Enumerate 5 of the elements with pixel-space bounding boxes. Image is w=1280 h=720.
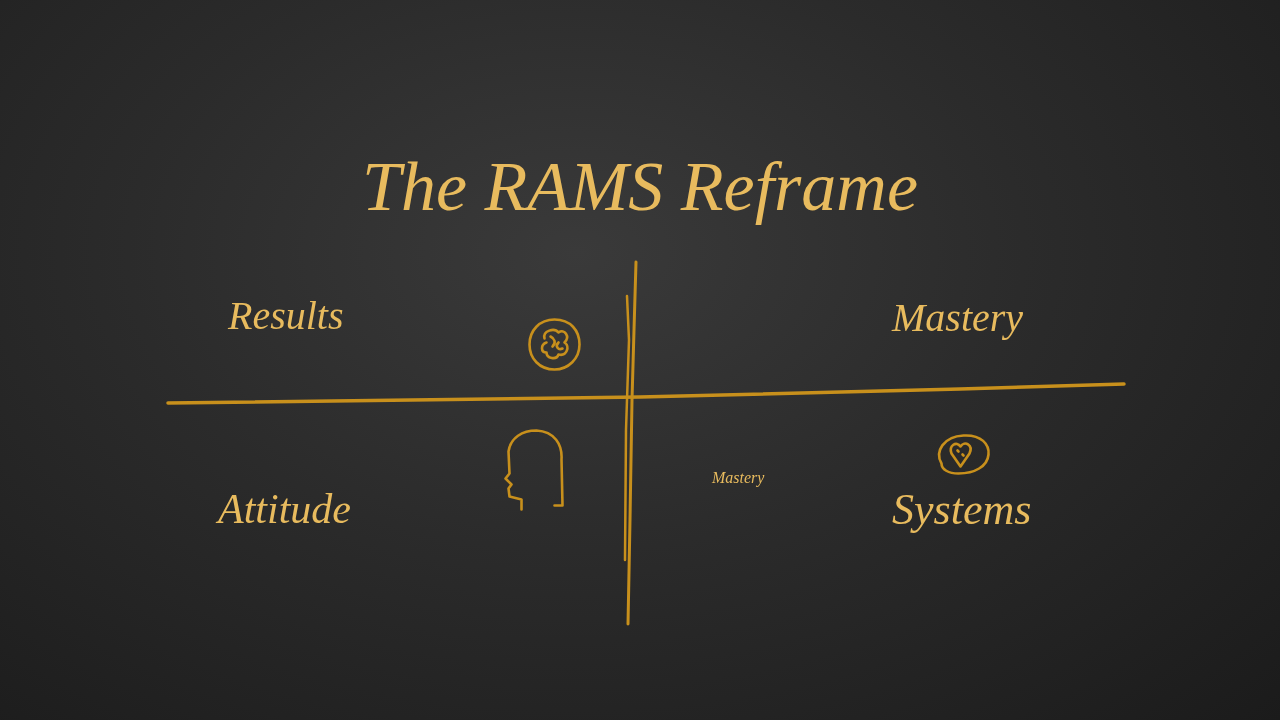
small-label: Mastery — [712, 469, 765, 487]
quadrant-label: Mastery — [892, 296, 1024, 340]
title: The RAMS Reframe — [362, 148, 918, 225]
quadrant-label: Results — [228, 294, 344, 338]
quadrant-label: Systems — [892, 486, 1032, 535]
